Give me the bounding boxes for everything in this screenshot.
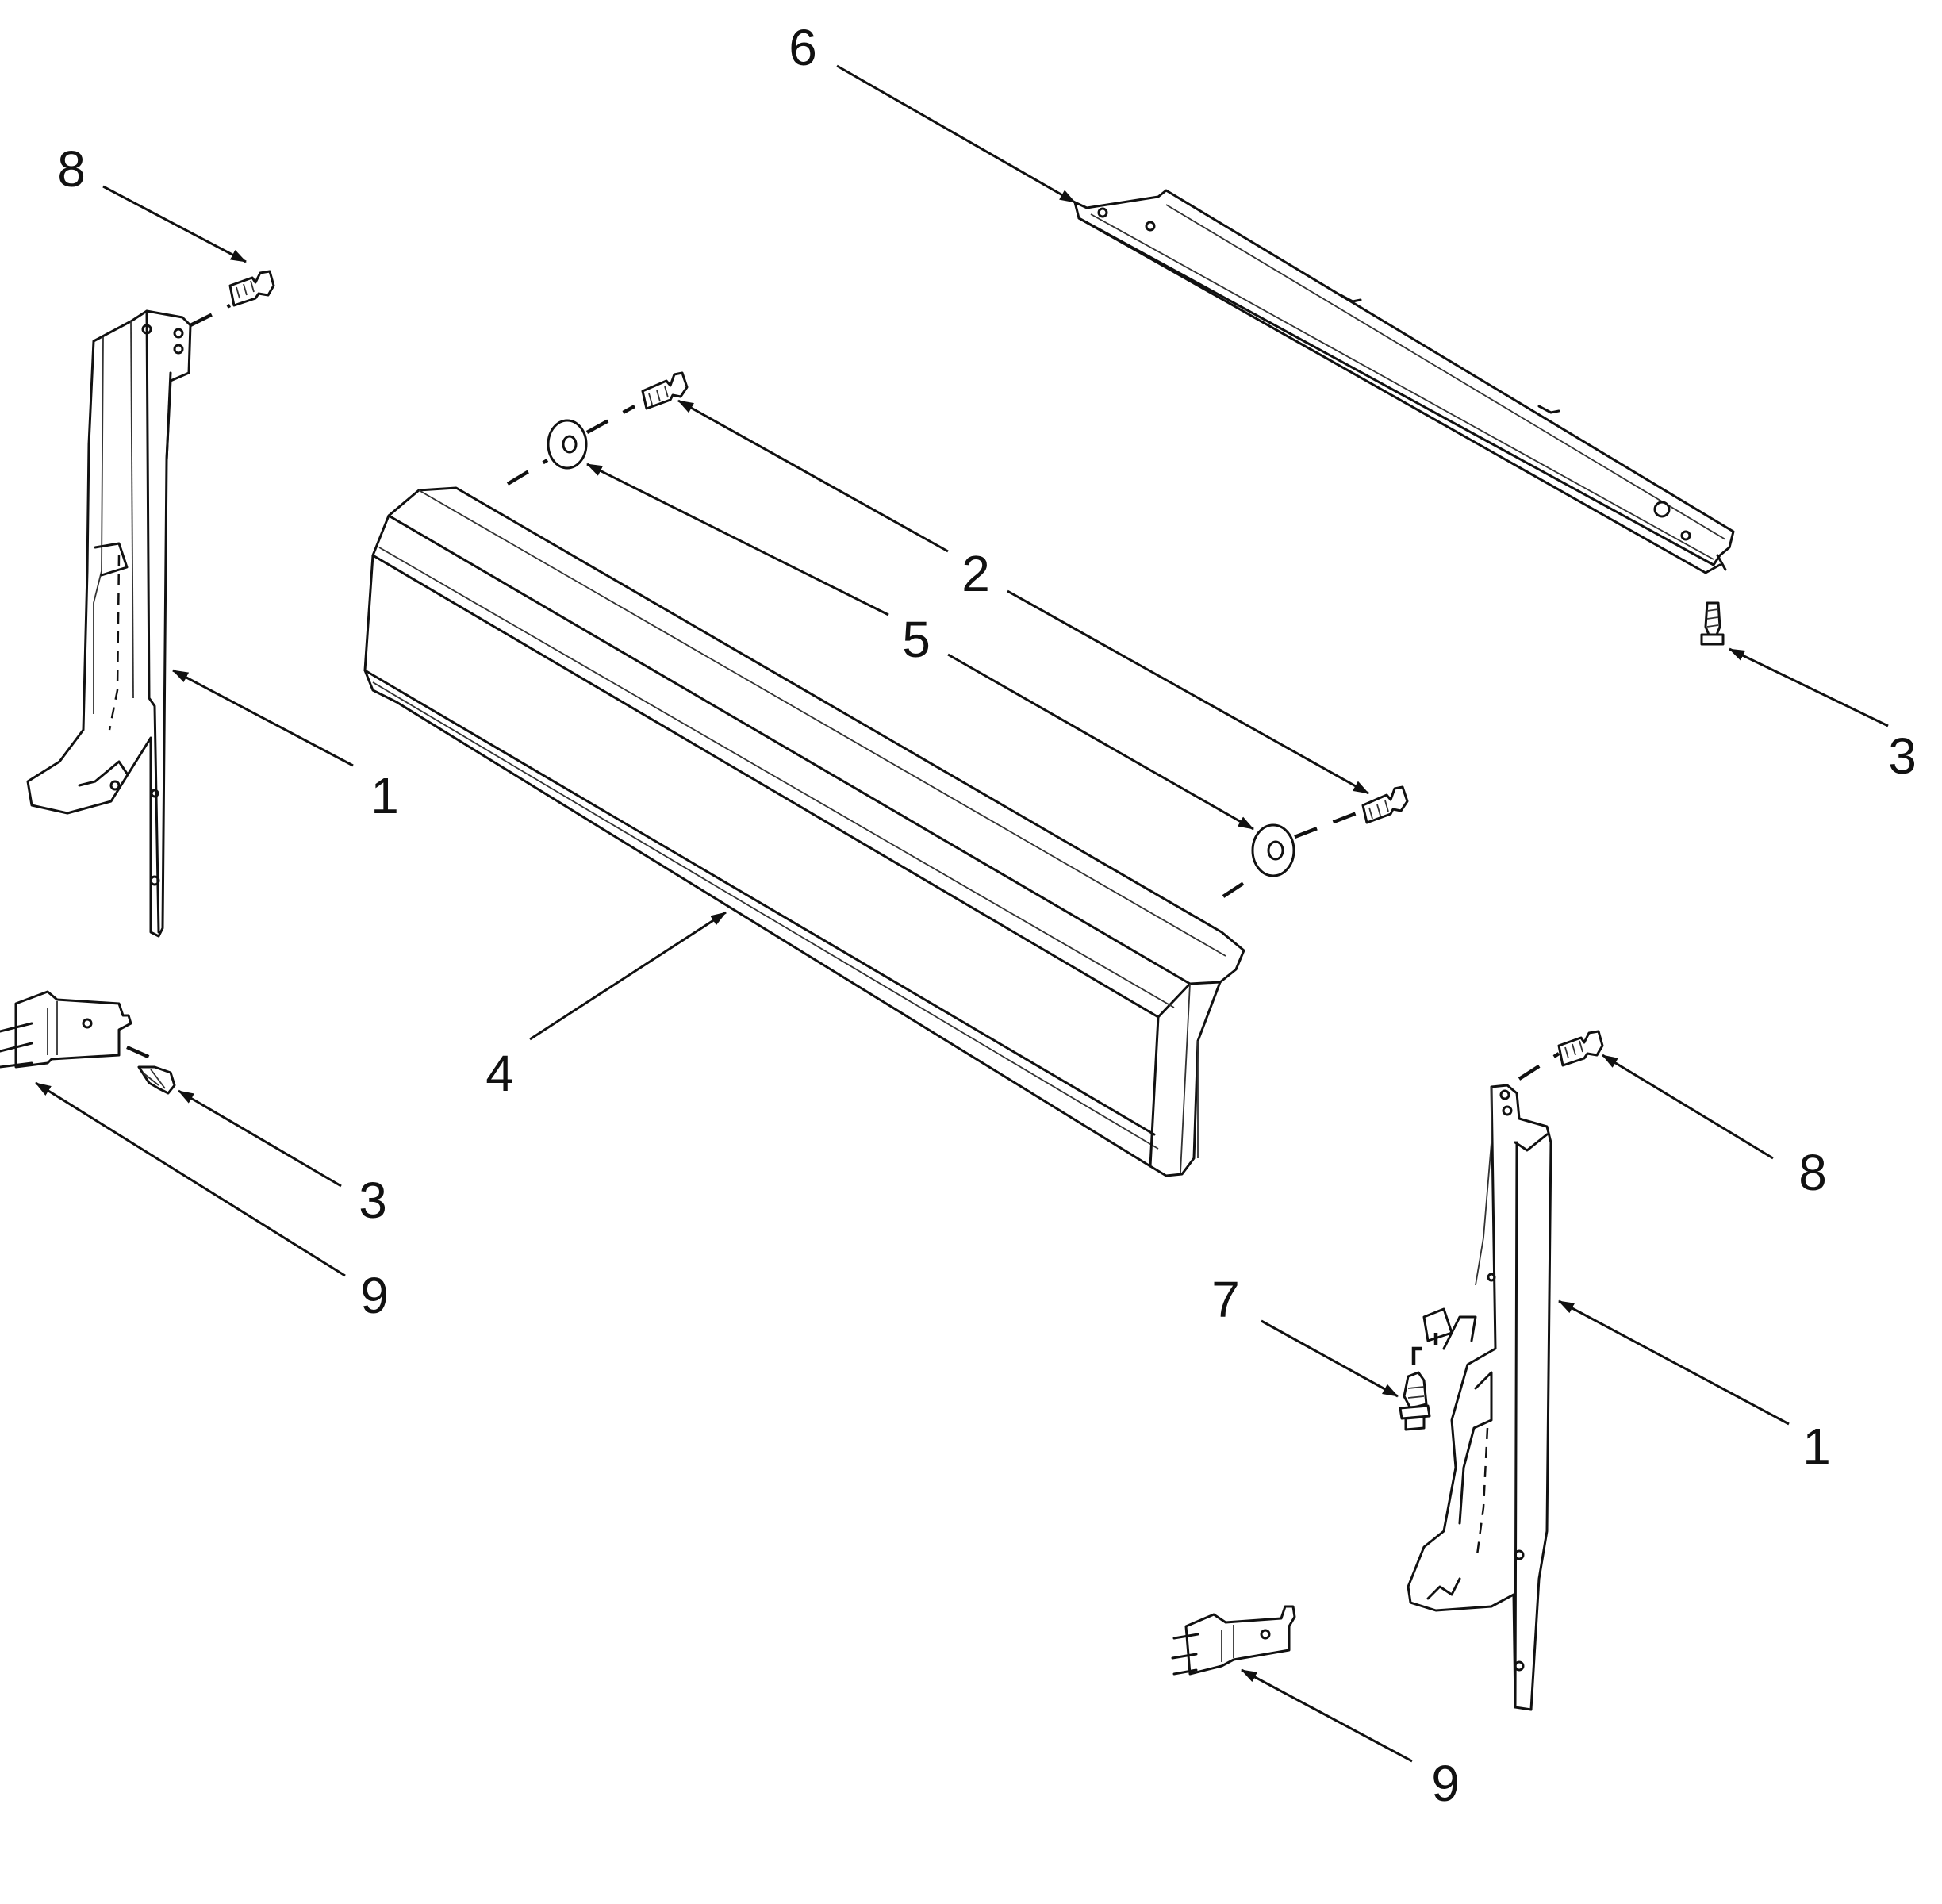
screw-8-right: [1557, 1030, 1604, 1067]
clip-9-right: [1171, 1605, 1296, 1676]
callout-8-left: 8: [57, 140, 86, 198]
callout-2: 2: [961, 545, 990, 602]
part-1-side-bracket-right: [1407, 1084, 1552, 1711]
part-5-washer-lower: [1251, 823, 1295, 877]
callout-3-left: 3: [359, 1172, 387, 1229]
part-5-washer-upper: [547, 419, 588, 470]
callout-8-right: 8: [1798, 1144, 1827, 1201]
part-2-screw-upper: [641, 371, 689, 410]
callout-3-right: 3: [1888, 727, 1917, 785]
callout-1-left: 1: [370, 767, 399, 824]
callout-1-right: 1: [1802, 1418, 1831, 1475]
callout-9-left: 9: [360, 1267, 389, 1324]
callout-7: 7: [1211, 1271, 1240, 1328]
clip-9-left: [0, 990, 132, 1069]
part-2-screw-lower: [1361, 785, 1409, 824]
callout-6: 6: [789, 19, 817, 76]
part-4-backguard-panel: [363, 486, 1245, 1177]
screw-3-left: [137, 1065, 176, 1095]
screw-3-right: [1700, 601, 1725, 646]
callout-5: 5: [902, 611, 931, 668]
part-1-side-bracket-left: [26, 309, 192, 938]
screw-7: [1399, 1333, 1438, 1431]
callout-labels: 6 8 2 5 3 1 4 3 9 8 7 1 9: [57, 19, 1917, 1812]
callout-4: 4: [486, 1045, 514, 1102]
callout-9-right: 9: [1431, 1755, 1460, 1812]
screw-8-left: [228, 270, 275, 307]
part-6-top-bracket: [1073, 189, 1735, 574]
leader-lines: [35, 64, 1889, 1763]
